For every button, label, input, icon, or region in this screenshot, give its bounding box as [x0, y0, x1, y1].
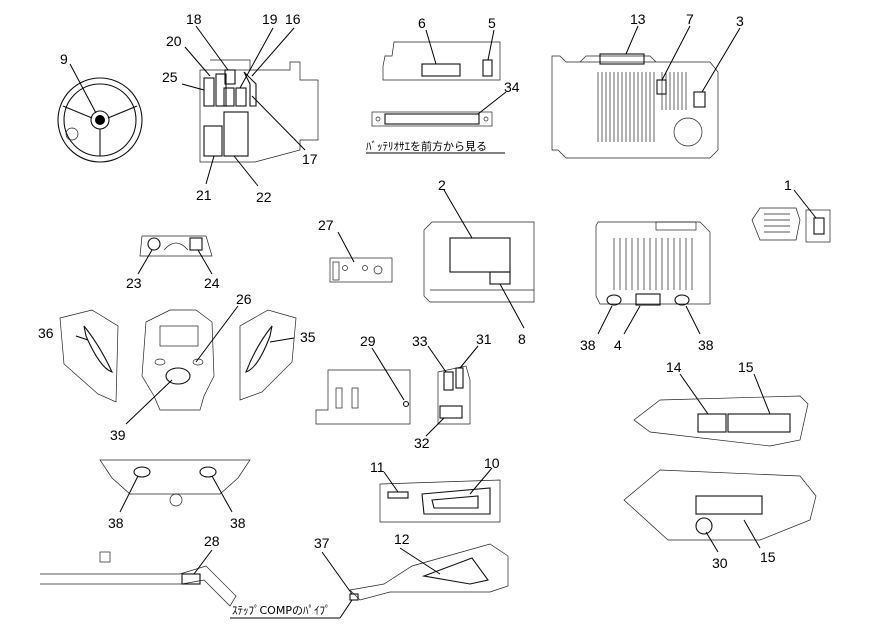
fender-upper-drawing: [633, 373, 809, 447]
step-drawing: ｽﾃｯﾌﾟCOMPのﾊﾟｲﾌﾟ: [40, 543, 509, 619]
fender-lower-drawing: [623, 469, 817, 553]
callout-27: 27: [318, 217, 334, 233]
callout-15-upper: 15: [738, 359, 754, 375]
callout-15-lower: 15: [760, 549, 776, 565]
dash-panel-drawing: [181, 25, 319, 187]
caption-step-pipe: ｽﾃｯﾌﾟCOMPのﾊﾟｲﾌﾟ: [232, 604, 330, 617]
callout-1: 1: [784, 177, 792, 193]
callout-12: 12: [394, 531, 410, 547]
callout-38-b: 38: [698, 337, 714, 353]
callout-18: 18: [186, 11, 202, 27]
switch-bracket-drawing: [425, 345, 479, 437]
callout-33: 33: [412, 333, 428, 349]
callout-26: 26: [236, 291, 252, 307]
callout-20: 20: [166, 33, 182, 49]
callout-11: 11: [370, 459, 385, 475]
panel-10-drawing: [379, 467, 501, 523]
callout-21: 21: [196, 187, 212, 203]
callout-9: 9: [60, 51, 68, 67]
callout-5: 5: [488, 15, 496, 31]
bracket-27-drawing: [329, 231, 393, 283]
callout-labels: 9 18 19 16 20 25 17 21 22 6 5 34 13 7 3 …: [38, 11, 792, 571]
callout-19: 19: [262, 11, 278, 27]
callout-6: 6: [418, 15, 426, 31]
callout-37: 37: [314, 535, 330, 551]
callout-38-d: 38: [230, 515, 246, 531]
callout-14: 14: [666, 359, 682, 375]
battery-holder-drawing: ﾊﾞｯﾃﾘｵｻｴを前方から見る: [366, 29, 507, 154]
bracket-29-drawing: [315, 347, 411, 425]
callout-32: 32: [414, 435, 430, 451]
callout-38-a: 38: [580, 337, 596, 353]
callout-8: 8: [518, 331, 526, 347]
callout-29: 29: [360, 333, 376, 349]
hood-top-drawing: [551, 25, 741, 159]
callout-3: 3: [736, 13, 744, 29]
callout-4: 4: [614, 337, 622, 353]
front-cover-drawing: [59, 305, 297, 425]
callout-23: 23: [126, 275, 142, 291]
callout-24: 24: [204, 275, 220, 291]
callout-28: 28: [204, 533, 220, 549]
hood-side-drawing: [595, 221, 711, 335]
callout-36: 36: [38, 325, 54, 341]
callout-13: 13: [630, 11, 646, 27]
center-panel-drawing: [423, 189, 535, 329]
callout-34: 34: [504, 79, 520, 95]
callout-35: 35: [300, 329, 316, 345]
callout-10: 10: [484, 455, 500, 471]
callout-38-c: 38: [108, 515, 124, 531]
callout-17: 17: [302, 151, 318, 167]
callout-25: 25: [162, 69, 178, 85]
front-bumper-drawing: [99, 459, 251, 513]
tank-cap-drawing: [751, 189, 831, 243]
callout-22: 22: [256, 189, 272, 205]
callout-16: 16: [285, 11, 301, 27]
callout-39: 39: [110, 427, 126, 443]
callout-30: 30: [712, 555, 728, 571]
steering-wheel-drawing: [57, 63, 143, 163]
meter-cover-drawing: [137, 235, 213, 275]
callout-7: 7: [686, 11, 694, 27]
callout-31: 31: [476, 331, 492, 347]
callout-2: 2: [438, 177, 446, 193]
caption-battery-view: ﾊﾞｯﾃﾘｵｻｴを前方から見る: [366, 139, 487, 153]
